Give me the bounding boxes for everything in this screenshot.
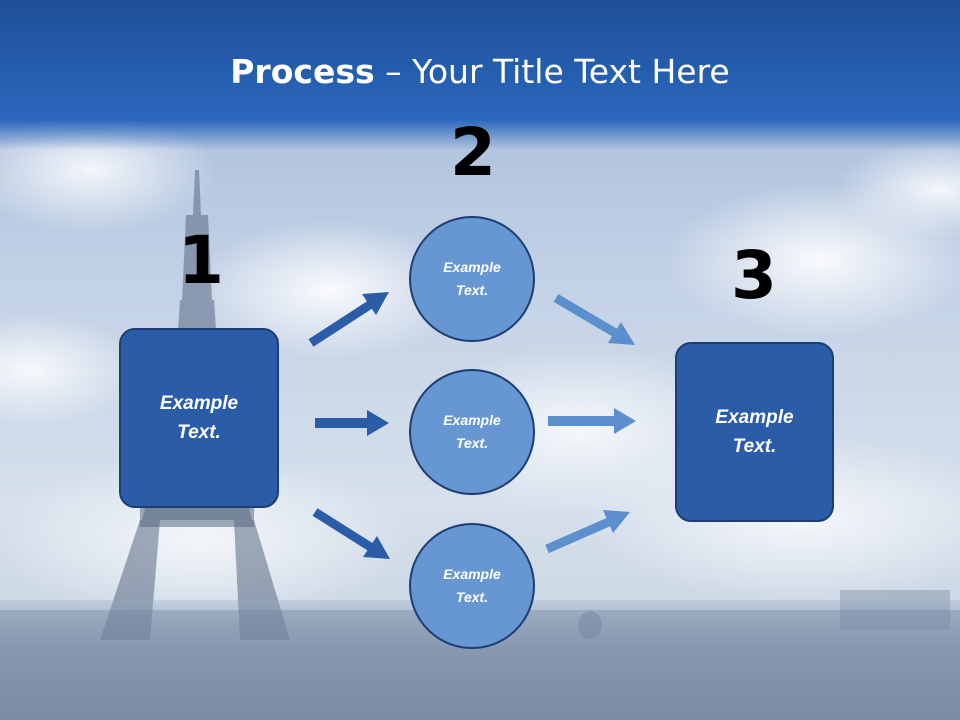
step-2-circle-top: Example Text. bbox=[409, 216, 535, 342]
arrow-left-to-top bbox=[308, 292, 389, 347]
arrow-top-to-right bbox=[553, 294, 635, 345]
circle-bottom-line2: Text. bbox=[455, 589, 489, 605]
arrow-left-to-middle bbox=[315, 410, 389, 436]
arrow-middle-to-right bbox=[548, 408, 636, 434]
step-number-3: 3 bbox=[731, 237, 777, 314]
step-1-box: Example Text. bbox=[119, 328, 279, 508]
circle-bottom-line1: Example bbox=[443, 566, 501, 582]
title-band bbox=[0, 0, 960, 150]
arrow-left-to-bottom bbox=[312, 508, 390, 559]
step-3-box: Example Text. bbox=[675, 342, 834, 522]
step-2-circle-middle: Example Text. bbox=[409, 369, 535, 495]
circle-middle-line2: Text. bbox=[455, 435, 489, 451]
circle-top-line2: Text. bbox=[455, 282, 489, 298]
step-3-line2: Text. bbox=[732, 436, 777, 457]
step-1-line2: Text. bbox=[177, 422, 221, 443]
arrow-bottom-to-right bbox=[545, 510, 630, 554]
slide-title: Process – Your Title Text Here bbox=[0, 52, 960, 91]
title-rest: – Your Title Text Here bbox=[374, 52, 730, 91]
step-1-line1: Example bbox=[159, 393, 239, 414]
circle-middle-line1: Example bbox=[443, 412, 501, 428]
title-bold: Process bbox=[230, 52, 375, 91]
step-number-1: 1 bbox=[178, 222, 224, 299]
step-3-line1: Example bbox=[715, 407, 794, 428]
step-2-circle-bottom: Example Text. bbox=[409, 523, 535, 649]
circle-top-line1: Example bbox=[443, 259, 501, 275]
step-number-2: 2 bbox=[450, 114, 496, 191]
